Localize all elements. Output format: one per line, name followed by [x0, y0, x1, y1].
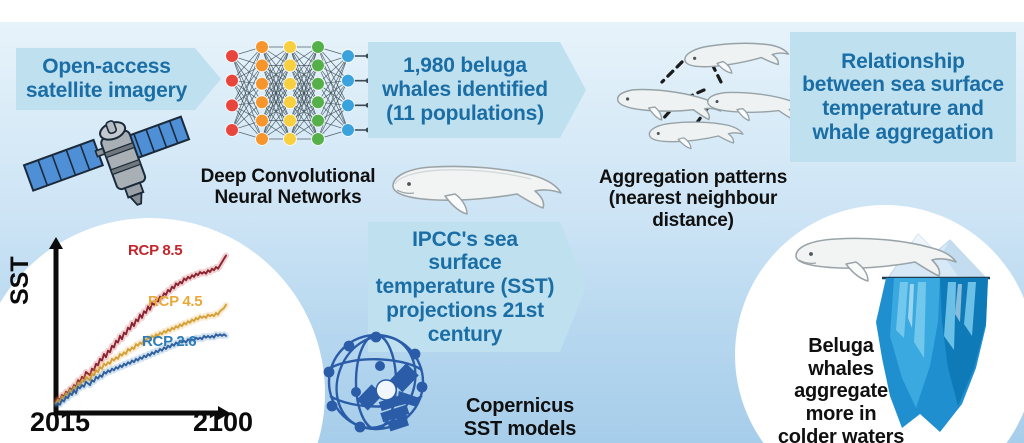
- chart-legend-rcp85: RCP 8.5: [128, 242, 183, 260]
- iceberg-icon: [790, 218, 1020, 443]
- chart-legend-rcp45: RCP 4.5: [148, 293, 203, 311]
- chart-x-tick-start: 2015: [30, 407, 91, 437]
- chart-legend-rcp26: RCP 2.6: [142, 332, 197, 350]
- callout-satellite-text: Open-access satellite imagery: [25, 55, 188, 102]
- whale-aggregation-icon: [600, 28, 805, 150]
- callout-relationship: Relationship between sea surface tempera…: [790, 32, 1016, 162]
- callout-beluga-count: 1,980 beluga whales identified (11 popul…: [368, 42, 586, 138]
- caption-iceberg: Beluga whales aggregate more in colder w…: [766, 312, 916, 443]
- chart-x-tick-end: 2100: [193, 407, 254, 437]
- callout-ipcc-text: IPCC's sea surface temperature (SST) pro…: [375, 227, 555, 346]
- caption-cnn: Deep Convolutional Neural Networks: [192, 144, 384, 209]
- sst-projection-chart: SST 2015 2100 RCP 8.5 RCP 4.5 RCP 2.6: [0, 215, 330, 443]
- chart-y-axis-label: SST: [6, 256, 34, 305]
- caption-iceberg-text: Beluga whales aggregate more in colder w…: [777, 334, 905, 443]
- caption-aggregation: Aggregation patterns (nearest neighbour …: [582, 145, 804, 232]
- caption-copernicus: Copernicus SST models: [440, 372, 600, 440]
- satellite-icon: [22, 108, 197, 216]
- callout-satellite-imagery: Open-access satellite imagery: [16, 48, 221, 110]
- copernicus-satellite-globe-icon: [318, 330, 448, 442]
- callout-ipcc-projections: IPCC's sea surface temperature (SST) pro…: [368, 222, 586, 352]
- callout-beluga-count-text: 1,980 beluga whales identified (11 popul…: [382, 54, 548, 125]
- callout-relationship-text: Relationship between sea surface tempera…: [802, 49, 1004, 144]
- caption-aggregation-text: Aggregation patterns (nearest neighbour …: [598, 166, 788, 231]
- beluga-whale-icon: [385, 156, 565, 218]
- caption-copernicus-text: Copernicus SST models: [463, 394, 577, 440]
- caption-cnn-text: Deep Convolutional Neural Networks: [200, 165, 376, 209]
- neural-network-icon: [222, 38, 371, 148]
